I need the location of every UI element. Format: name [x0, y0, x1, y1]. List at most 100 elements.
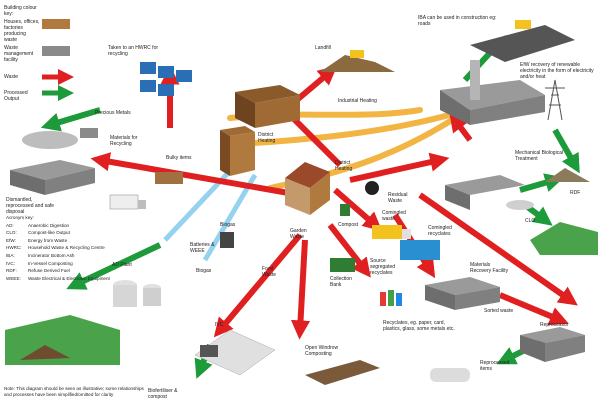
- acronym-row: RDF: Refuse Derived Fuel: [6, 267, 126, 275]
- houses-key-label: Houses, offices, factories producing was…: [4, 19, 40, 43]
- collection-bank-label: Collection Bank: [330, 276, 352, 288]
- comingled-waste-label: Comingled waste: [382, 210, 406, 222]
- waste-key-label: Waste: [4, 74, 18, 80]
- open-windrow-label: Open Windrow Composting: [305, 345, 339, 357]
- biogas-label-1: Biogas: [220, 222, 236, 228]
- metals-plant-icon: [22, 128, 98, 149]
- ivc-plant-icon: [194, 329, 276, 376]
- clo-label: CLO: [525, 218, 536, 224]
- reprocessor-icon: [520, 327, 585, 362]
- acronym-abbr: RDF:: [6, 268, 17, 274]
- sorted-waste-label: Sorted waste: [484, 308, 514, 314]
- collection-bank-icon: [330, 258, 355, 272]
- ad-plant-icon: [113, 280, 161, 307]
- rdf-label: RDF: [570, 190, 581, 196]
- acronym-row: IBA: Incinerator Bottom Ash: [6, 252, 126, 260]
- acronym-def: Incinerator Bottom Ash: [28, 252, 75, 258]
- iba-label: IBA can be used in construction eg: road…: [418, 15, 497, 27]
- acronym-abbr: IBA:: [6, 252, 15, 258]
- acronym-row: CLO: Compost-like Output: [6, 229, 126, 237]
- materials-recycling-label: Materials for Recycling: [110, 135, 138, 147]
- reprocessed-rolls-icon: [430, 368, 470, 382]
- reprocessed-items-label: Reprocessed items: [480, 360, 510, 372]
- acronym-abbr: CLO:: [6, 230, 17, 236]
- source-segregated-label: Source segregated recyclates: [370, 258, 396, 276]
- acronym-def: In-Vessel Composting: [28, 260, 73, 266]
- compost-label: Compost: [338, 222, 359, 228]
- food-waste-label: Food Waste: [262, 266, 276, 278]
- house-icon: [285, 162, 330, 215]
- acronym-abbr: IVC:: [6, 260, 15, 266]
- efw-label: EfW recovery of renewable electricity in…: [520, 62, 594, 80]
- acronym-def: Waste Electrical & Electronic Equipment: [28, 275, 110, 281]
- dismantling-plant-icon: [10, 160, 95, 195]
- facility-key-label: Waste management facility: [4, 45, 34, 63]
- district-heating-label-1: District Heating: [258, 132, 276, 144]
- recyclates-label: Recyclates, eg. paper, card, plastics, g…: [383, 320, 455, 332]
- output-key-label: Processed Output: [4, 90, 28, 102]
- bulky-items-icon: [155, 172, 183, 184]
- acronym-abbr: WEEE:: [6, 275, 21, 281]
- windrow-icon: [305, 360, 380, 385]
- dismantled-label: Dismantled, reprocessed and safe disposa…: [6, 197, 55, 215]
- recyclates-cage-icon: [400, 240, 440, 260]
- acronym-def: Energy from Waste: [28, 237, 68, 243]
- recyclates-bottles-icon: [380, 290, 402, 306]
- acronym-abbr: HWRC:: [6, 245, 22, 251]
- bulky-items-label: Bulky items: [166, 155, 192, 161]
- mbt-plant-icon: [445, 175, 534, 210]
- acronym-key-title: Acronym key:: [6, 215, 34, 220]
- acronym-key: Acronym key: AD: Anaerobic Digestion CLO:…: [6, 214, 126, 282]
- road-construction-icon: [470, 20, 575, 62]
- batteries-bin-icon: [220, 232, 234, 248]
- mrf-building-icon: [425, 277, 500, 310]
- residual-bag-icon: [365, 181, 379, 195]
- reprocessor-label: Reprocessor: [540, 322, 569, 328]
- pylon-icon: [545, 79, 565, 121]
- colour-key-title: Building colour key:: [4, 5, 37, 17]
- acronym-row: AD: Anaerobic Digestion: [6, 222, 126, 230]
- industrial-building-icon: [235, 85, 300, 128]
- acronym-def: Refuse Derived Fuel: [28, 268, 70, 274]
- rdf-pile-icon: [545, 168, 590, 182]
- hwrc-skips-icon: [140, 62, 192, 96]
- mbt-label: Mechanical Biological Treatment: [515, 150, 564, 162]
- acronym-def: Compost-like Output: [28, 230, 70, 236]
- garden-waste-label: Garden Waste: [290, 228, 307, 240]
- disclaimer-note: Note: This diagram should be seen as ill…: [4, 386, 144, 397]
- ad-plant-label: AD Plant: [112, 262, 132, 268]
- comingled-recyclates-label: Comingled recyclates: [428, 225, 452, 237]
- facility-swatch: [42, 46, 70, 56]
- landfill-icon: [320, 50, 395, 72]
- biogas-label-2: Biogas: [196, 268, 212, 274]
- industrial-heating-label: Industrial Heating: [338, 98, 377, 104]
- acronym-def: Household Waste & Recycling Centre: [28, 245, 105, 251]
- acronym-abbr: AD:: [6, 222, 14, 228]
- mrf-label: Materials Recovery Facility: [470, 262, 509, 274]
- comingled-lorry-icon: [372, 225, 411, 239]
- efw-plant-icon: [440, 60, 545, 125]
- biofertiliser-field-icon: [5, 315, 120, 365]
- hwrc-label: Taken to an HWRC for recycling: [108, 45, 159, 57]
- acronym-row: HWRC: Household Waste & Recycling Centre: [6, 244, 126, 252]
- clo-field-icon: [530, 222, 598, 255]
- acronym-row: EfW: Energy from Waste: [6, 237, 126, 245]
- compost-bin-icon: [340, 204, 350, 216]
- acronym-row: IVC: In-Vessel Composting: [6, 260, 126, 268]
- biofertiliser-label: Biofertiliser & compost: [148, 388, 178, 400]
- batteries-label: Batteries & WEEE: [190, 242, 215, 254]
- acronym-row: WEEE: Waste Electrical & Electronic Equip…: [6, 275, 126, 283]
- lorry-icon: [109, 194, 146, 210]
- acronym-def: Anaerobic Digestion: [28, 222, 70, 228]
- residual-waste-label: Residual Waste: [388, 192, 408, 204]
- acronym-abbr: EfW:: [6, 237, 16, 243]
- district-heating-label-2: District Heating: [335, 160, 353, 172]
- precious-metals-label: Precious Metals: [95, 110, 131, 116]
- office-block-icon: [220, 126, 255, 176]
- ivc-label: IVC: [215, 322, 224, 328]
- houses-swatch: [42, 19, 70, 29]
- landfill-label: Landfill: [315, 45, 331, 51]
- colour-key: [42, 19, 75, 102]
- waste-arrows: [90, 65, 578, 340]
